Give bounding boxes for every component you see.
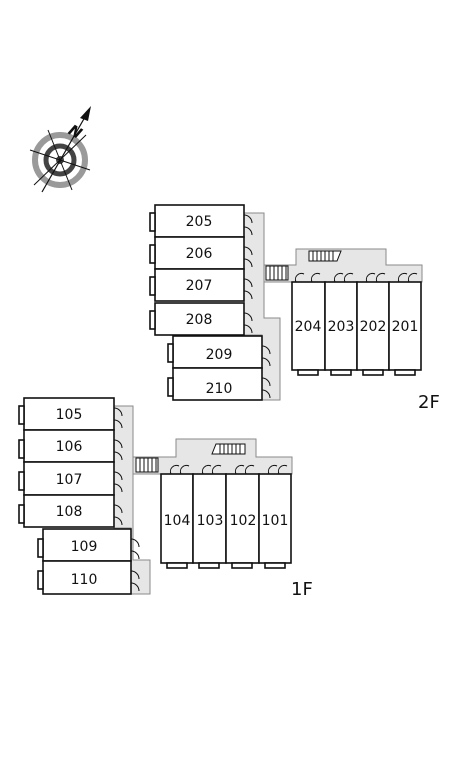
unit-101: 101 xyxy=(258,464,292,569)
unit-label: 108 xyxy=(56,504,83,520)
unit-label: 106 xyxy=(56,439,83,455)
unit-102: 102 xyxy=(225,464,260,569)
unit-106: 106 xyxy=(18,429,123,463)
unit-202: 202 xyxy=(356,272,390,376)
unit-110: 110 xyxy=(37,560,140,595)
unit-label: 205 xyxy=(186,214,213,230)
unit-label: 208 xyxy=(186,312,213,328)
stairs-2f-right xyxy=(308,250,342,262)
unit-109: 109 xyxy=(37,528,140,562)
unit-201: 201 xyxy=(388,272,422,376)
floor-label-2f: 2F xyxy=(418,392,440,413)
unit-107: 107 xyxy=(18,461,123,496)
unit-105: 105 xyxy=(18,397,123,431)
unit-label: 107 xyxy=(56,472,83,488)
unit-label: 202 xyxy=(360,319,387,335)
unit-label: 101 xyxy=(262,513,289,529)
unit-label: 206 xyxy=(186,246,213,262)
unit-label: 201 xyxy=(392,319,419,335)
stairs-1f-left xyxy=(135,457,159,473)
unit-108: 108 xyxy=(18,494,123,528)
unit-label: 204 xyxy=(295,319,322,335)
unit-label: 105 xyxy=(56,407,83,423)
unit-103: 103 xyxy=(192,464,227,569)
floor-label-1f: 1F xyxy=(291,579,313,600)
unit-208: 208 xyxy=(149,302,253,336)
floor-1f: 105 106 107 108 109 xyxy=(18,397,313,600)
unit-label: 102 xyxy=(230,513,257,529)
unit-209: 209 xyxy=(167,335,271,369)
unit-label: 210 xyxy=(206,381,233,397)
stairs-1f-right xyxy=(211,443,246,455)
unit-label: 104 xyxy=(164,513,191,529)
unit-label: 109 xyxy=(71,539,98,555)
unit-210: 210 xyxy=(167,367,271,401)
unit-206: 206 xyxy=(149,236,253,270)
unit-205: 205 xyxy=(149,204,253,238)
unit-label: 110 xyxy=(71,572,98,588)
unit-207: 207 xyxy=(149,268,253,302)
floor-2f: 205 206 207 208 209 xyxy=(149,204,440,413)
unit-label: 103 xyxy=(197,513,224,529)
unit-203: 203 xyxy=(324,272,358,376)
unit-204: 204 xyxy=(291,272,326,376)
compass-north-label: N xyxy=(65,121,85,143)
unit-104: 104 xyxy=(160,464,194,569)
compass-rose-icon: N xyxy=(29,106,91,193)
corridor-2f-left xyxy=(243,212,281,401)
unit-label: 203 xyxy=(328,319,355,335)
unit-label: 209 xyxy=(206,347,233,363)
unit-label: 207 xyxy=(186,278,213,294)
stairs-2f-left xyxy=(265,265,289,281)
